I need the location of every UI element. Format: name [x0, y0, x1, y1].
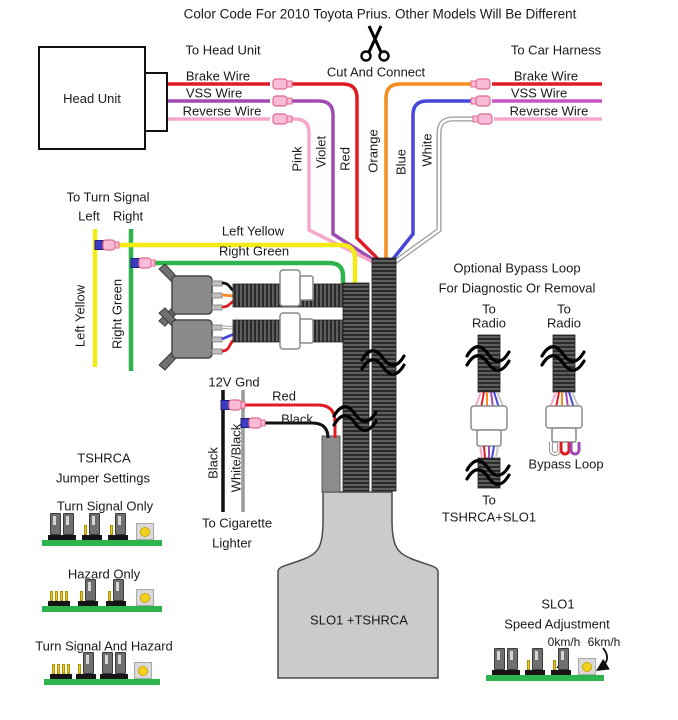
jumper-board-hazard-only [42, 579, 162, 612]
black-power-wire [251, 421, 330, 439]
label-12v-gnd: 12V Gnd [208, 374, 260, 390]
label-to-radio-right-radio: Radio [547, 315, 581, 331]
label-0kmh: 0km/h [547, 635, 581, 649]
slo1-tshrca-unit [277, 435, 439, 679]
scissors-icon [360, 25, 390, 62]
label-turn-signal-only: Turn Signal Only [56, 498, 154, 514]
label-to-turn-signal: To Turn Signal [66, 189, 150, 205]
label-white: White [419, 133, 435, 167]
switch1-black-wire [221, 281, 235, 293]
label-unit: SLO1 +TSHRCA [310, 612, 408, 628]
inline-connectors [279, 269, 314, 350]
label-cut-and-connect: Cut And Connect [326, 64, 426, 80]
diagram-title: Color Code For 2010 Toyota Prius. Other … [183, 6, 577, 22]
label-red-power: Red [272, 388, 296, 404]
label-right-green-v: Right Green [109, 278, 125, 350]
label-left-yellow-h: Left Yellow [221, 223, 285, 239]
switch2-white-wire [221, 326, 235, 329]
bypass-left-column [470, 391, 508, 459]
label-tshrca: TSHRCA [77, 450, 131, 466]
jumper-board-turn-signal-and-hazard [44, 652, 160, 685]
label-vss-wire-left: VSS Wire [185, 85, 243, 101]
label-red: Red [337, 147, 353, 171]
label-to-head-unit: To Head Unit [185, 42, 261, 58]
label-left-yellow-v: Left Yellow [72, 284, 88, 348]
label-bypass-bottom-to: To [482, 492, 496, 508]
switch2-red-wire [221, 338, 235, 353]
head-unit-connector [144, 72, 168, 132]
label-to-car-harness: To Car Harness [510, 42, 602, 58]
label-turn-signal-and-hazard: Turn Signal And Hazard [35, 638, 173, 654]
label-to-radio-left-to: To [482, 301, 496, 317]
label-turn-right: Right [112, 208, 144, 224]
power-wire-stub [321, 435, 341, 493]
label-6kmh: 6km/h [587, 635, 621, 649]
label-turn-left: Left [78, 208, 100, 224]
label-bypass-heading-1: Optional Bypass Loop [453, 260, 581, 276]
label-jumper-settings: Jumper Settings [56, 470, 150, 486]
label-violet: Violet [313, 135, 329, 169]
rocker-switch-2 [158, 307, 235, 371]
wires [92, 82, 602, 512]
label-lighter: Lighter [212, 535, 252, 551]
pink-drop-wire [289, 117, 378, 266]
bypass-loop-wires [549, 442, 581, 456]
label-speed-adjustment: Speed Adjustment [504, 616, 610, 632]
label-to-radio-right-to: To [557, 301, 571, 317]
red-drop-wire [289, 82, 385, 266]
label-hazard-only: Hazard Only [67, 566, 141, 582]
head-unit-label: Head Unit [63, 90, 121, 106]
label-slo1: SLO1 [541, 596, 575, 612]
blue-drop-wire [387, 99, 471, 266]
label-right-green-h: Right Green [218, 243, 290, 259]
label-bypass-bottom-dest: TSHRCA+SLO1 [441, 509, 537, 525]
right-green-horizontal-wire [131, 260, 346, 286]
label-bypass-heading-2: For Diagnostic Or Removal [438, 280, 596, 296]
label-black-v: Black [205, 447, 221, 479]
label-reverse-wire-left: Reverse Wire [182, 103, 262, 119]
label-orange: Orange [365, 129, 381, 173]
label-brake-wire-right: Brake Wire [513, 68, 579, 84]
left-yellow-horizontal-wire [95, 242, 358, 286]
violet-drop-wire [289, 99, 381, 266]
jumper-board-turn-signal-only [42, 513, 162, 546]
jumper-board-speed-adjustment [486, 648, 604, 681]
label-to-radio-left-radio: Radio [472, 315, 506, 331]
white-drop-wire [391, 117, 473, 265]
label-to-cigarette: To Cigarette [201, 515, 273, 531]
label-white-black-v: White/Black [228, 423, 244, 493]
switch1-orange-wire [221, 293, 235, 298]
switch2-blue-wire [221, 332, 235, 341]
label-vss-wire-right: VSS Wire [510, 85, 568, 101]
orange-drop-wire [384, 82, 471, 264]
label-reverse-wire-right: Reverse Wire [509, 103, 589, 119]
label-black-power: Black [281, 411, 313, 427]
head-unit-box: Head Unit [38, 46, 146, 150]
label-pink: Pink [289, 146, 305, 172]
bypass-right-column [545, 391, 583, 456]
label-brake-wire-left: Brake Wire [185, 68, 251, 84]
label-blue: Blue [393, 148, 409, 176]
switch1-red-wire [221, 299, 235, 309]
label-bypass-loop: Bypass Loop [528, 456, 604, 472]
left-main-loom [342, 282, 370, 492]
